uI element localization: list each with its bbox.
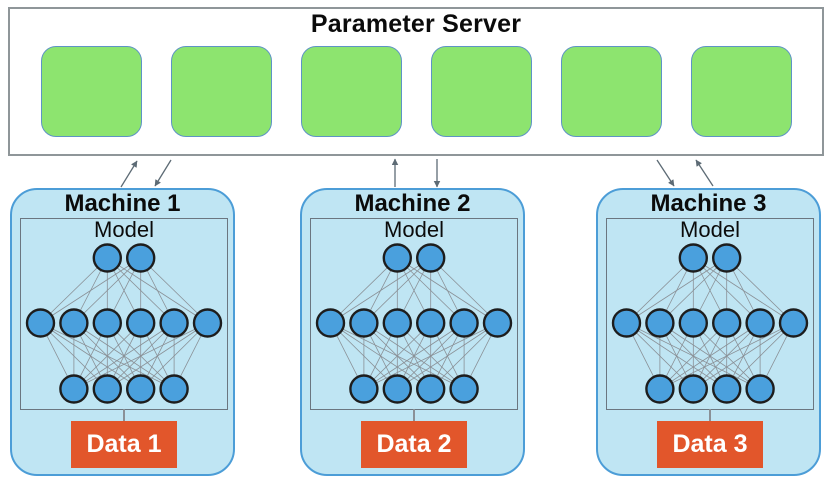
- parameter-server-box: Parameter Server: [8, 7, 824, 156]
- arrow-machine1-up: [120, 160, 138, 188]
- machine-2-data-box: Data 2: [361, 421, 467, 468]
- parameter-shard: [170, 46, 272, 137]
- arrow-machine3-up: [695, 159, 714, 187]
- parameter-shard: [40, 46, 142, 137]
- machine-3-model-box: Model: [606, 217, 814, 410]
- machine-1-neural-network: [25, 243, 223, 404]
- machine-3-neural-network: [611, 243, 809, 404]
- machine-3-box: Machine 3 Model Data 3: [596, 188, 821, 476]
- machine-3-model-label: Model: [680, 217, 740, 242]
- parameter-shard: [300, 46, 402, 137]
- machine-1-model-data-connector: [123, 409, 125, 422]
- machine-3-model-data-connector: [709, 409, 711, 422]
- arrow-machine1-down: [154, 159, 172, 187]
- parameter-shard: [690, 46, 792, 137]
- machine-1-data-box: Data 1: [71, 421, 177, 468]
- machine-2-model-box: Model: [310, 217, 518, 410]
- machine-2-neural-network: [315, 243, 513, 404]
- parameter-shard: [430, 46, 532, 137]
- machine-1-box: Machine 1 Model Data 1: [10, 188, 235, 476]
- machine-1-title: Machine 1: [64, 190, 181, 217]
- machine-1-model-label: Model: [94, 217, 154, 242]
- arrow-machine3-down: [656, 159, 675, 187]
- machine-3-data-box: Data 3: [657, 421, 763, 468]
- parameter-server-title: Parameter Server: [310, 10, 522, 38]
- parameter-shard: [560, 46, 662, 137]
- parameter-shards-row: [10, 46, 822, 137]
- machine-2-title: Machine 2: [354, 190, 471, 217]
- machine-2-box: Machine 2 Model Data 2: [300, 188, 525, 476]
- machine-1-model-box: Model: [20, 217, 228, 410]
- machine-2-model-label: Model: [384, 217, 444, 242]
- machine-2-model-data-connector: [413, 409, 415, 422]
- machine-3-title: Machine 3: [650, 190, 767, 217]
